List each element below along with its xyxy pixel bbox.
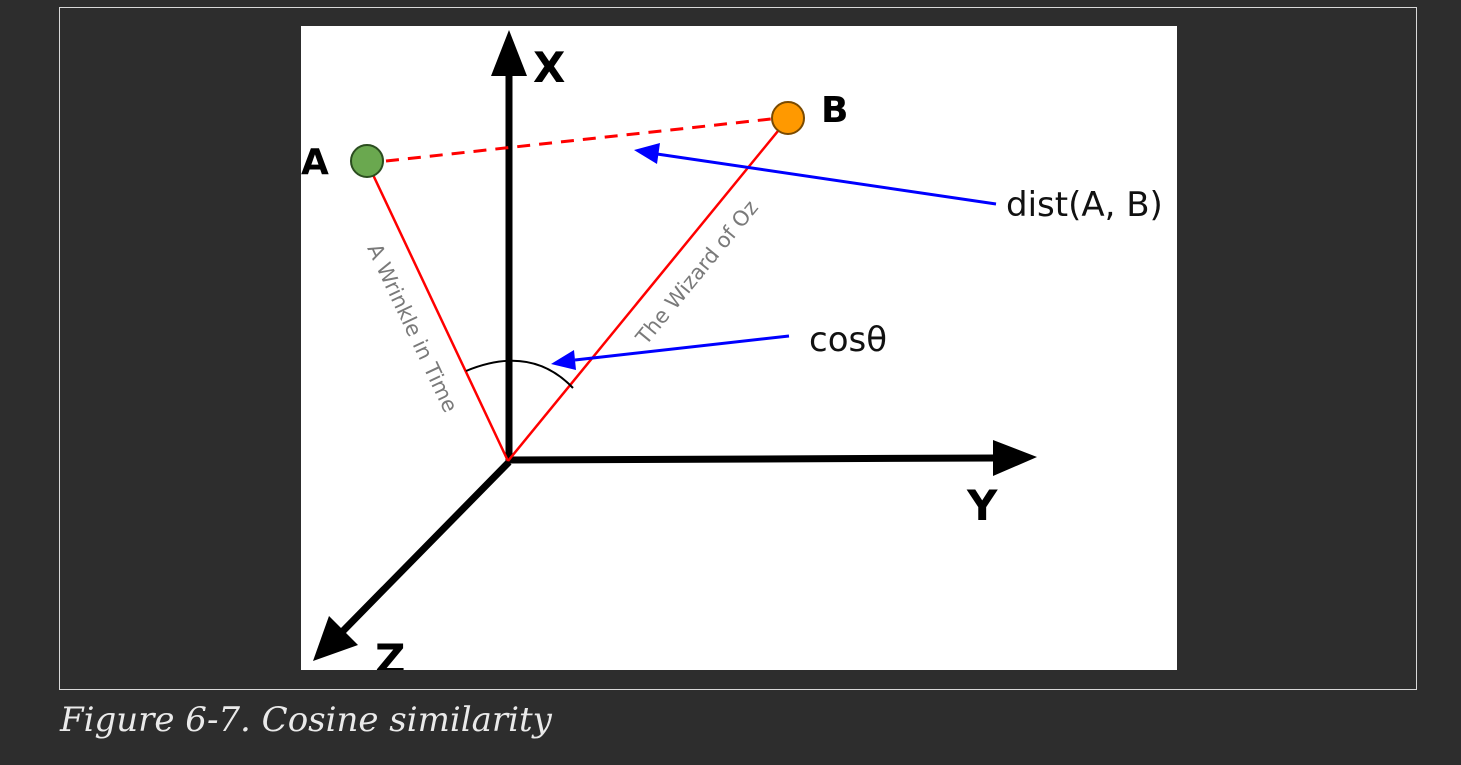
z-axis-line [340,459,512,634]
figure-caption: Figure 6-7. Cosine similarity [60,700,552,740]
vector-b-label: The Wizard of Oz [631,196,763,350]
angle-arc [465,359,574,389]
y-axis-label: Y [966,481,998,530]
vector-b-line [507,119,788,462]
distance-annotation-arrow-line [656,152,997,206]
vector-a-line [365,161,510,462]
point-b-marker [771,101,805,135]
cosine-annotation-label: cosθ [809,320,887,360]
y-axis-arrowhead [993,440,1037,476]
x-axis-arrowhead [491,30,527,76]
figure-frame [59,7,1417,690]
cosine-annotation-arrow-line [574,334,790,362]
x-axis-label: X [533,43,565,92]
distance-annotation-label: dist(A, B) [1006,185,1163,225]
distance-dashed-line [385,117,772,163]
point-a-marker [350,144,384,178]
z-axis-label: Z [375,635,405,670]
vector-a-label: A Wrinkle in Time [362,240,462,416]
y-axis-line [505,454,997,464]
point-b-label: B [821,90,848,131]
z-axis-arrowhead [313,616,358,661]
cosine-annotation-arrowhead [551,350,576,370]
point-a-label: A [301,142,329,183]
distance-annotation-arrowhead [634,143,660,164]
cosine-similarity-diagram: X Y Z A Wrinkle in Time The Wizard of Oz… [301,26,1177,670]
